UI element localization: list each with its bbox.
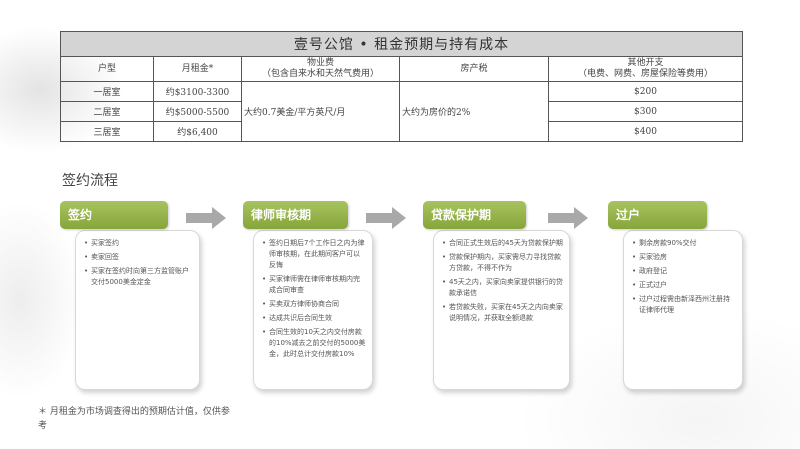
- table-row: 二居室 约$5000-5500 $300: [60, 101, 744, 122]
- header-property-fee-line1: 物业费: [306, 58, 334, 68]
- cell-other: $300: [547, 101, 744, 122]
- list-item: 买卖双方律师协商合同: [262, 299, 366, 310]
- step-tab-attorney-review: 律师审核期: [243, 201, 348, 229]
- step-box-loan-protection: 合同正式生效后的45天为贷款保护期 贷款保护期内，买家需尽力寻找贷款方贷款，不得…: [433, 230, 570, 390]
- header-type: 户型: [60, 56, 154, 82]
- header-property-tax: 房产税: [399, 56, 549, 82]
- list-item: 剩余房款90%交付: [632, 238, 736, 249]
- step-tab-loan-protection: 贷款保护期: [423, 201, 526, 229]
- table-row: 一居室 约$3100-3300 大约0.7美金/平方英尺/月 大约为房价的2% …: [60, 81, 744, 142]
- header-property-fee: 物业费 （包含自来水和天然气费用）: [241, 56, 400, 82]
- footnote: ＊ 月租金为市场调查得出的预期估计值，仅供参考: [38, 407, 230, 431]
- step-box-signing: 买家签约 卖家回签 买家在签约时向第三方监管账户交付5000美金定金: [75, 230, 200, 390]
- list-item: 卖家回签: [84, 252, 193, 263]
- cell-other: $400: [547, 121, 744, 142]
- cell-property-fee: 大约0.7美金/平方英尺/月: [241, 81, 400, 142]
- header-other-line2: （电费、网费、房屋保险等费用）: [578, 69, 714, 79]
- table-row: 三居室 约$6,400 $400: [60, 121, 744, 142]
- list-item: 政府登记: [632, 266, 736, 277]
- step-box-attorney-review: 签约日期后7个工作日之内为律师审核期，在此期间客户可以反悔 买家律师需在律师审核…: [253, 230, 373, 390]
- list-item: 买家律师需在律师审核期内完成合同审查: [262, 274, 366, 296]
- list-item: 贷款保护期内，买家需尽力寻找贷款方贷款，不得不作为: [442, 252, 563, 274]
- list-item: 达成共识后合同生效: [262, 313, 366, 324]
- arrow-right-icon: [366, 207, 406, 229]
- cell-rent: 约$6,400: [153, 121, 242, 142]
- table-title-row: 壹号公馆 • 租金预期与持有成本: [59, 31, 744, 57]
- cell-property-tax: 大约为房价的2%: [399, 81, 549, 142]
- list-item: 合同正式生效后的45天为贷款保护期: [442, 238, 563, 249]
- cell-type: 一居室: [60, 81, 154, 102]
- header-rent: 月租金*: [153, 56, 242, 82]
- list-item: 若贷款失败，买家在45天之内向卖家说明情况，并获取全额退款: [442, 302, 563, 324]
- table-title: 壹号公馆 • 租金预期与持有成本: [59, 31, 744, 57]
- list-item: 买家签约: [84, 238, 193, 249]
- arrow-right-icon: [548, 207, 588, 229]
- list-item: 买家验房: [632, 252, 736, 263]
- step-tab-transfer: 过户: [608, 201, 707, 229]
- header-other: 其他开支 （电费、网费、房屋保险等费用）: [547, 56, 744, 82]
- step-tab-signing: 签约: [60, 201, 168, 229]
- flow-section-title: 签约流程: [62, 173, 118, 189]
- cell-type: 二居室: [60, 101, 154, 122]
- list-item: 正式过户: [632, 280, 736, 291]
- header-other-line1: 其他开支: [627, 58, 664, 68]
- header-property-fee-line2: （包含自来水和天然气费用）: [261, 69, 379, 79]
- list-item: 签约日期后7个工作日之内为律师审核期，在此期间客户可以反悔: [262, 238, 366, 271]
- list-item: 买家在签约时向第三方监管账户交付5000美金定金: [84, 266, 193, 288]
- cell-other: $200: [547, 81, 744, 102]
- cell-rent: 约$3100-3300: [153, 81, 242, 102]
- list-item: 过户过程需由新泽西州注册持证律师代理: [632, 294, 736, 316]
- cell-type: 三居室: [60, 121, 154, 142]
- table-header-row: 户型 月租金* 物业费 （包含自来水和天然气费用） 房产税 其他开支 （电费、网…: [60, 56, 744, 82]
- list-item: 合同生效的10天之内交付房款的10%减去之前交付的5000美金，此时总计交付房款…: [262, 327, 366, 360]
- list-item: 45天之内，买家向卖家提供银行的贷款承诺信: [442, 277, 563, 299]
- step-box-transfer: 剩余房款90%交付 买家验房 政府登记 正式过户 过户过程需由新泽西州注册持证律…: [623, 230, 743, 390]
- arrow-right-icon: [186, 207, 226, 229]
- cell-rent: 约$5000-5500: [153, 101, 242, 122]
- rent-cost-table: 壹号公馆 • 租金预期与持有成本 户型 月租金* 物业费 （包含自来水和天然气费…: [59, 31, 744, 142]
